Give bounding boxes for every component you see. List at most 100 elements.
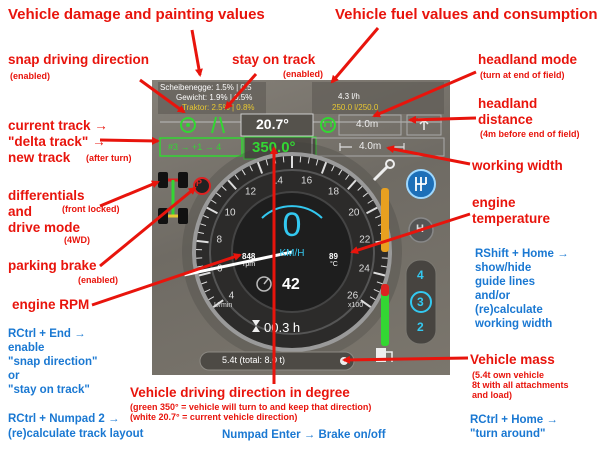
working-width-arrows	[339, 143, 405, 151]
speed-value: 0	[282, 206, 302, 244]
steering-wheel-icon[interactable]	[180, 117, 196, 133]
fuel-arrow	[330, 27, 380, 84]
working-width-annotation: working width	[472, 158, 563, 173]
gauge-tick	[206, 206, 218, 215]
parking-brake-indicator[interactable]	[193, 177, 211, 195]
gauge-tick	[234, 174, 239, 180]
gauge-tick	[282, 156, 285, 163]
headland-distance-annotation-2: distance	[478, 112, 533, 127]
rctrl-end-hint-5: "stay on track"	[8, 384, 90, 396]
numpad2-hint-2: (re)calculate track layout	[8, 428, 144, 440]
headland-mode-annotation: headland mode	[478, 52, 578, 67]
rctrl-home-hint-1: RCtrl + Home →	[470, 414, 558, 426]
differentials-arrow	[99, 180, 160, 208]
gauge-tick	[215, 192, 222, 198]
delta-track-annotation: "delta track" →	[8, 134, 106, 149]
gauge-tick-label: 16	[301, 175, 313, 186]
working-width-value: 4.0m	[359, 141, 382, 152]
gear-shift-icon	[415, 177, 427, 191]
wrench-icon	[372, 159, 395, 182]
fuel-low-zone	[381, 284, 389, 296]
current-heading-box	[240, 113, 314, 137]
damage-row-1: Scheibenegge: 1.5% | 0.5	[160, 83, 252, 92]
driving-direction-sub-2: (white 20.7° = current vehicle direction…	[130, 412, 298, 422]
gauge-tick-label: 18	[328, 187, 340, 198]
driving-direction-sub-1: (green 350° = vehicle will turn to and k…	[130, 402, 372, 412]
damage-arrow	[190, 29, 203, 77]
engine-rpm-annotation: engine RPM	[12, 297, 90, 312]
fuel-pump-icon	[376, 348, 393, 362]
gauge-tick	[200, 223, 207, 227]
gear-4: 4	[417, 268, 424, 282]
gauge-tick	[299, 156, 302, 163]
parking-brake-sub: (enabled)	[78, 275, 119, 285]
gauge-tick	[249, 165, 253, 172]
track-lines-icon[interactable]	[211, 116, 225, 134]
gear-2: 2	[417, 320, 424, 334]
fuel-annotation-title: Vehicle fuel values and consumption	[335, 6, 598, 23]
range-letter: H	[416, 223, 424, 235]
fuel-level: 250.0 l/250.0	[332, 103, 379, 112]
gauge-tick	[197, 231, 205, 234]
rctrl-home-hint-2: "turn around"	[470, 428, 546, 440]
gauge-tick	[338, 169, 343, 176]
damage-row-3: Traktor: 2.5% | 0.8%	[182, 103, 255, 112]
engine-temp-annotation-2: temperature	[472, 211, 551, 226]
gauge-tick	[221, 186, 227, 191]
stay-on-track-annotation: stay on track	[232, 52, 316, 67]
snap-direction-annotation: snap driving direction	[8, 52, 150, 67]
current-heading: 20.7°	[256, 116, 289, 132]
differential-drivetrain-icon[interactable]	[158, 172, 188, 224]
parking-brake-annotation: parking brake	[8, 258, 97, 273]
damage-annotation-title: Vehicle damage and painting values	[8, 6, 265, 23]
gauge-tick	[307, 157, 310, 164]
differentials-annotation: differentials	[8, 188, 85, 203]
gauge-tick	[320, 161, 328, 174]
speed-arc	[261, 205, 323, 219]
gauge-tick	[366, 206, 378, 215]
rshift-hint-6: working width	[475, 318, 553, 330]
rshift-hint-1: RShift + Home →	[475, 248, 569, 260]
gauge-tick	[202, 215, 209, 219]
gauge-tick-label: 22	[359, 235, 371, 246]
vehicle-mass-annotation: Vehicle mass	[470, 352, 555, 367]
driving-direction-annotation: Vehicle driving direction in degree	[130, 385, 350, 400]
headland-turn-icon[interactable]	[320, 117, 336, 133]
and-annotation: and	[8, 204, 33, 219]
target-heading: 350.0°	[252, 139, 296, 156]
rshift-hint-3: guide lines	[475, 276, 536, 288]
fuel-consumption: 4.3 l/h	[338, 92, 360, 101]
gear-3-active: 3	[417, 295, 424, 309]
engine-temp-unit: °C	[330, 261, 338, 268]
gauge-tick	[369, 296, 376, 301]
rpm-scale-unit: U/min	[214, 302, 233, 309]
vehicle-mass-sub-1: (5.4t own vehicle	[472, 370, 545, 380]
gauge-tick-label: 8	[216, 235, 222, 246]
gauge-tick	[256, 161, 264, 174]
gauge-tick-label: 20	[348, 207, 360, 218]
headland-distance-value: 4.0m	[356, 119, 379, 130]
vehicle-mass-sub-3: and load)	[472, 390, 512, 400]
gauge-tick-label: 26	[347, 290, 359, 301]
new-track-annotation: new track	[8, 150, 71, 165]
damage-row-2: Gewicht: 1.9% | 0.5%	[176, 93, 253, 102]
gauge-tick-label: 14	[272, 175, 284, 186]
speed-unit: KM/H	[279, 248, 305, 259]
gauge-tick	[360, 299, 372, 308]
headland-distance-box	[338, 114, 402, 136]
cruise-control-icon	[256, 276, 272, 292]
headland-up-arrow-icon[interactable]	[418, 118, 430, 130]
rctrl-end-hint-2: enable	[8, 342, 45, 354]
drive-mode-annotation: drive mode	[8, 220, 81, 235]
track-sequence: #3 → +1 → 4	[168, 142, 222, 152]
gauge-tick	[380, 265, 387, 268]
operating-hours: 00.3 h	[264, 320, 301, 335]
rctrl-end-hint-4: or	[8, 370, 20, 382]
new-track-sub: (after turn)	[86, 153, 132, 163]
gauge-tick	[376, 281, 383, 285]
gauge-tick-label: 24	[359, 264, 371, 275]
engine-rpm-value: 848	[242, 252, 256, 261]
track-sequence-box	[159, 137, 243, 157]
snap-direction-sub: (enabled)	[10, 71, 51, 81]
engine-temp-value: 89	[329, 252, 338, 261]
